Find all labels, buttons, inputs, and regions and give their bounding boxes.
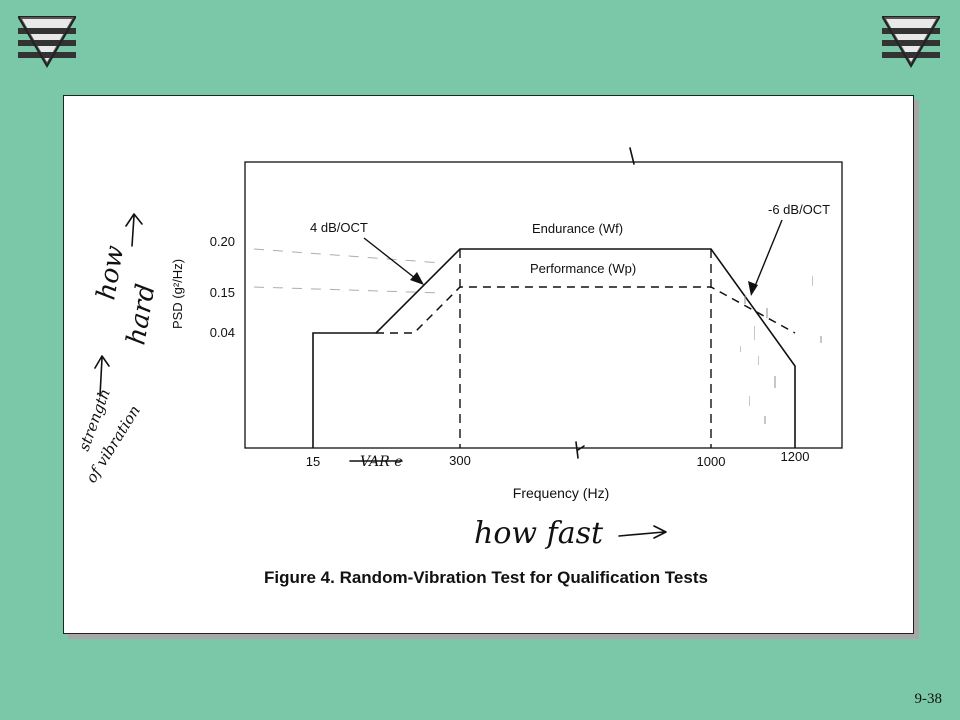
x-axis-label: Frequency (Hz) [513, 485, 609, 501]
ghost-guide-020 [253, 248, 443, 264]
figure-caption: Figure 4. Random-Vibration Test for Qual… [264, 568, 708, 587]
arrowhead-icon [410, 272, 424, 285]
y-tick-label: 0.20 [210, 234, 235, 249]
arrowhead-icon [748, 281, 758, 296]
psd-chart: 15 300 1000 1200 0.04 0.15 0.20 Frequenc… [75, 147, 843, 587]
series-label-performance: Performance (Wp) [530, 261, 636, 276]
series-line-endurance [312, 248, 796, 448]
striped-triangle-logo-icon [18, 16, 76, 68]
handwritten-hard: hard [121, 282, 161, 348]
chart-marks [253, 248, 796, 448]
x-tick-label: 1000 [697, 454, 726, 469]
page-number: 9-38 [914, 691, 943, 707]
handwritten-how-fast: how fast [474, 516, 604, 551]
annotation-6db-oct: -6 dB/OCT [768, 202, 830, 217]
y-tick-label: 0.15 [210, 285, 235, 300]
handwritten-var-e: VAR e [360, 454, 403, 470]
x-tick-label: 1200 [781, 449, 810, 464]
x-tick-label: 300 [449, 453, 471, 468]
y-axis-label: PSD (g²/Hz) [170, 259, 185, 329]
series-label-endurance: Endurance (Wf) [532, 221, 623, 236]
annotation-arrow [363, 237, 421, 283]
scan-noise [740, 276, 822, 424]
striped-triangle-logo-icon [882, 16, 940, 68]
plot-frame [244, 161, 843, 449]
x-tick-label: 15 [306, 454, 320, 469]
tick-labels: 15 300 1000 1200 0.04 0.15 0.20 [210, 234, 810, 469]
handwritten-how: how [91, 243, 130, 302]
y-tick-label: 0.04 [210, 325, 235, 340]
figure-card: 15 300 1000 1200 0.04 0.15 0.20 Frequenc… [63, 95, 914, 634]
ghost-guide-015 [253, 286, 443, 294]
annotation-4db-oct: 4 dB/OCT [310, 220, 368, 235]
annotation-arrow [752, 219, 783, 292]
series-line-performance [376, 286, 796, 334]
